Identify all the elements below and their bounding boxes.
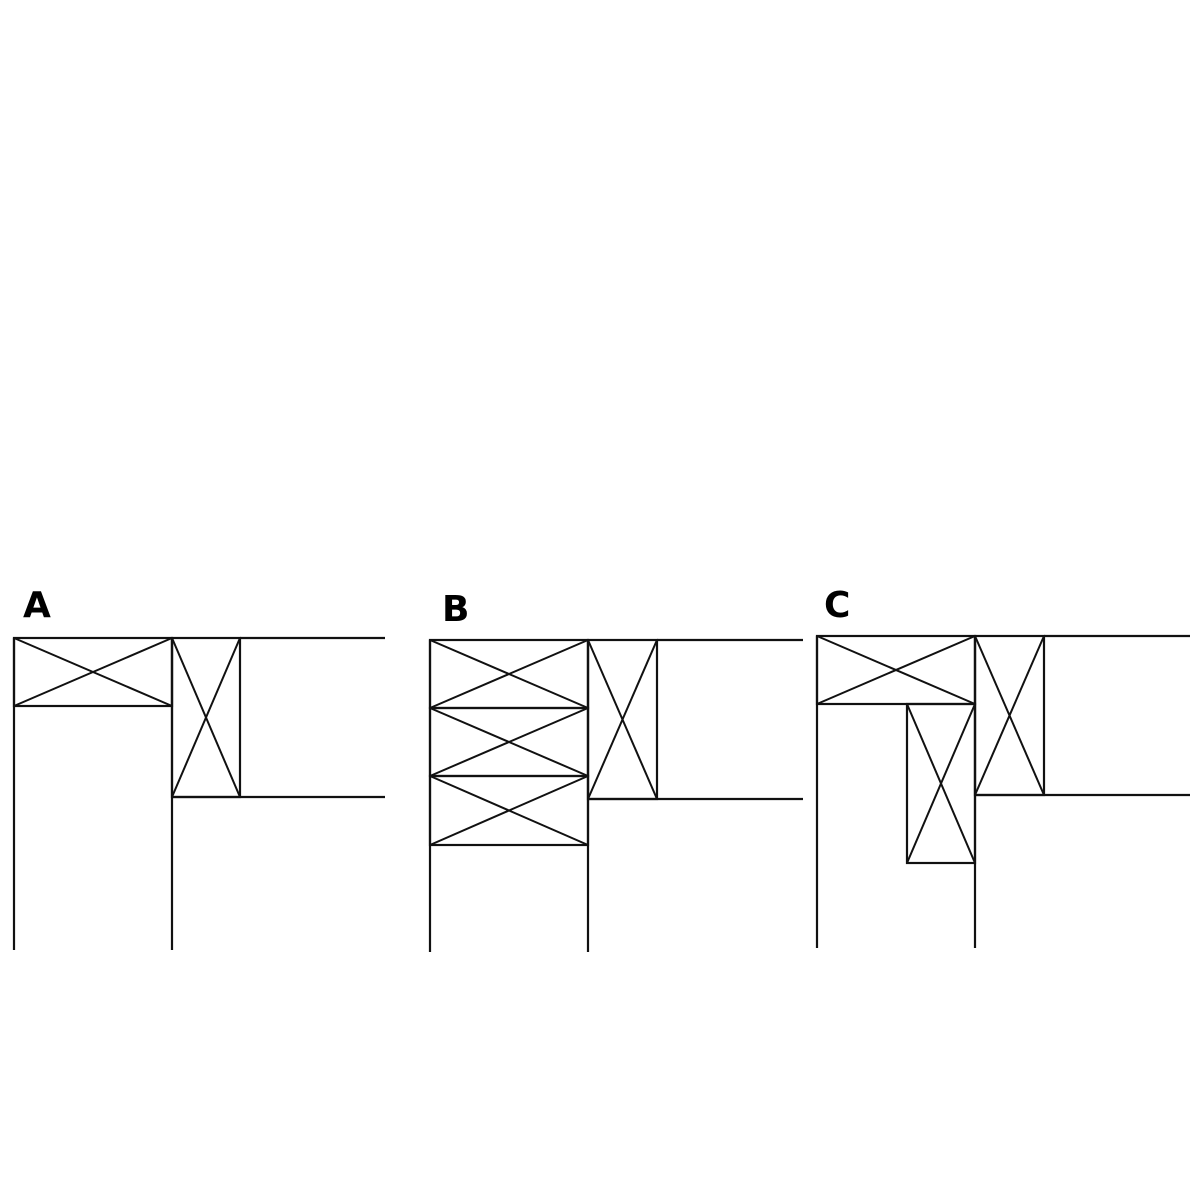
b-block-2 bbox=[428, 706, 590, 778]
c-inner-block bbox=[905, 702, 977, 865]
b-wall-end-block bbox=[586, 638, 659, 801]
a-header-block bbox=[12, 636, 174, 708]
c-header-block bbox=[815, 634, 977, 706]
panel-label-b: B bbox=[442, 589, 470, 630]
b-block-1 bbox=[428, 638, 590, 710]
a-wall-end-block bbox=[170, 636, 242, 799]
panel-label-c: C bbox=[824, 585, 851, 626]
panel-label-a: A bbox=[23, 585, 51, 626]
b-block-3 bbox=[428, 774, 590, 847]
c-wall-end-block bbox=[973, 634, 1046, 797]
